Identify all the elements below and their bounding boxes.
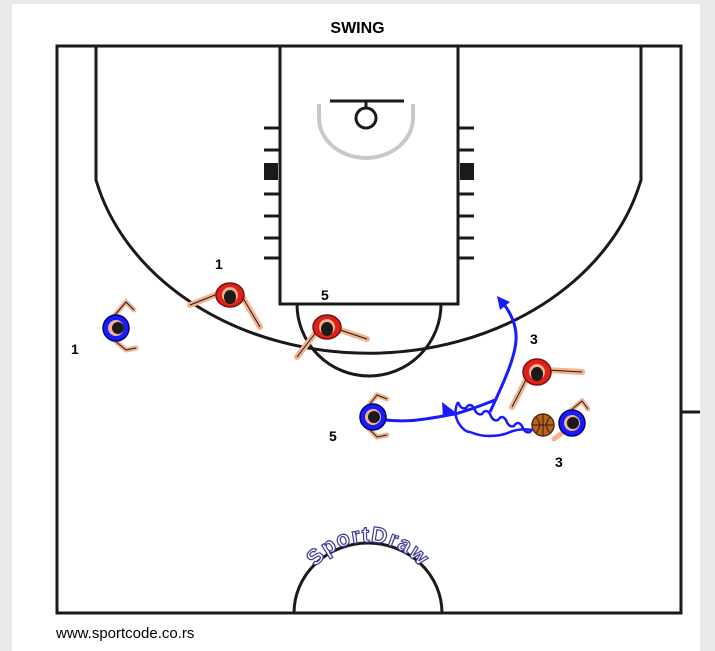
label-offense-1: 1 bbox=[71, 341, 79, 357]
center-circle bbox=[292, 541, 444, 614]
footer-url: www.sportcode.co.rs bbox=[56, 625, 195, 642]
label-offense-5: 5 bbox=[329, 428, 337, 444]
diagram-title: SWING bbox=[330, 20, 385, 37]
paint-key bbox=[278, 44, 460, 306]
player-defense-3[interactable] bbox=[509, 358, 585, 410]
free-throw-circle bbox=[295, 303, 443, 378]
lane-block-left bbox=[264, 163, 278, 180]
label-defense-1: 1 bbox=[215, 256, 223, 272]
lane-marks-left bbox=[264, 126, 280, 260]
player-defense-5[interactable] bbox=[294, 314, 370, 360]
dribble-tail bbox=[454, 401, 533, 438]
player-offense-5[interactable] bbox=[359, 391, 390, 440]
pass-line bbox=[377, 398, 496, 423]
lane-marks-right bbox=[458, 126, 474, 260]
rim bbox=[354, 106, 378, 130]
cut-arrowhead bbox=[497, 296, 510, 310]
three-point-line bbox=[94, 46, 643, 355]
label-defense-3: 3 bbox=[530, 331, 538, 347]
dribble-path bbox=[456, 401, 549, 435]
watermark-text: SportDraw bbox=[301, 522, 435, 571]
screen-arrowhead bbox=[442, 402, 455, 418]
player-offense-3[interactable] bbox=[551, 397, 591, 442]
cut-path bbox=[488, 302, 518, 413]
label-defense-5: 5 bbox=[321, 287, 329, 303]
label-offense-3: 3 bbox=[555, 454, 563, 470]
player-offense-1[interactable] bbox=[102, 298, 139, 353]
player-defense-1[interactable] bbox=[187, 282, 263, 330]
lane-block-right bbox=[460, 163, 474, 180]
restricted-arc bbox=[317, 104, 415, 160]
basketball-icon bbox=[531, 413, 555, 437]
